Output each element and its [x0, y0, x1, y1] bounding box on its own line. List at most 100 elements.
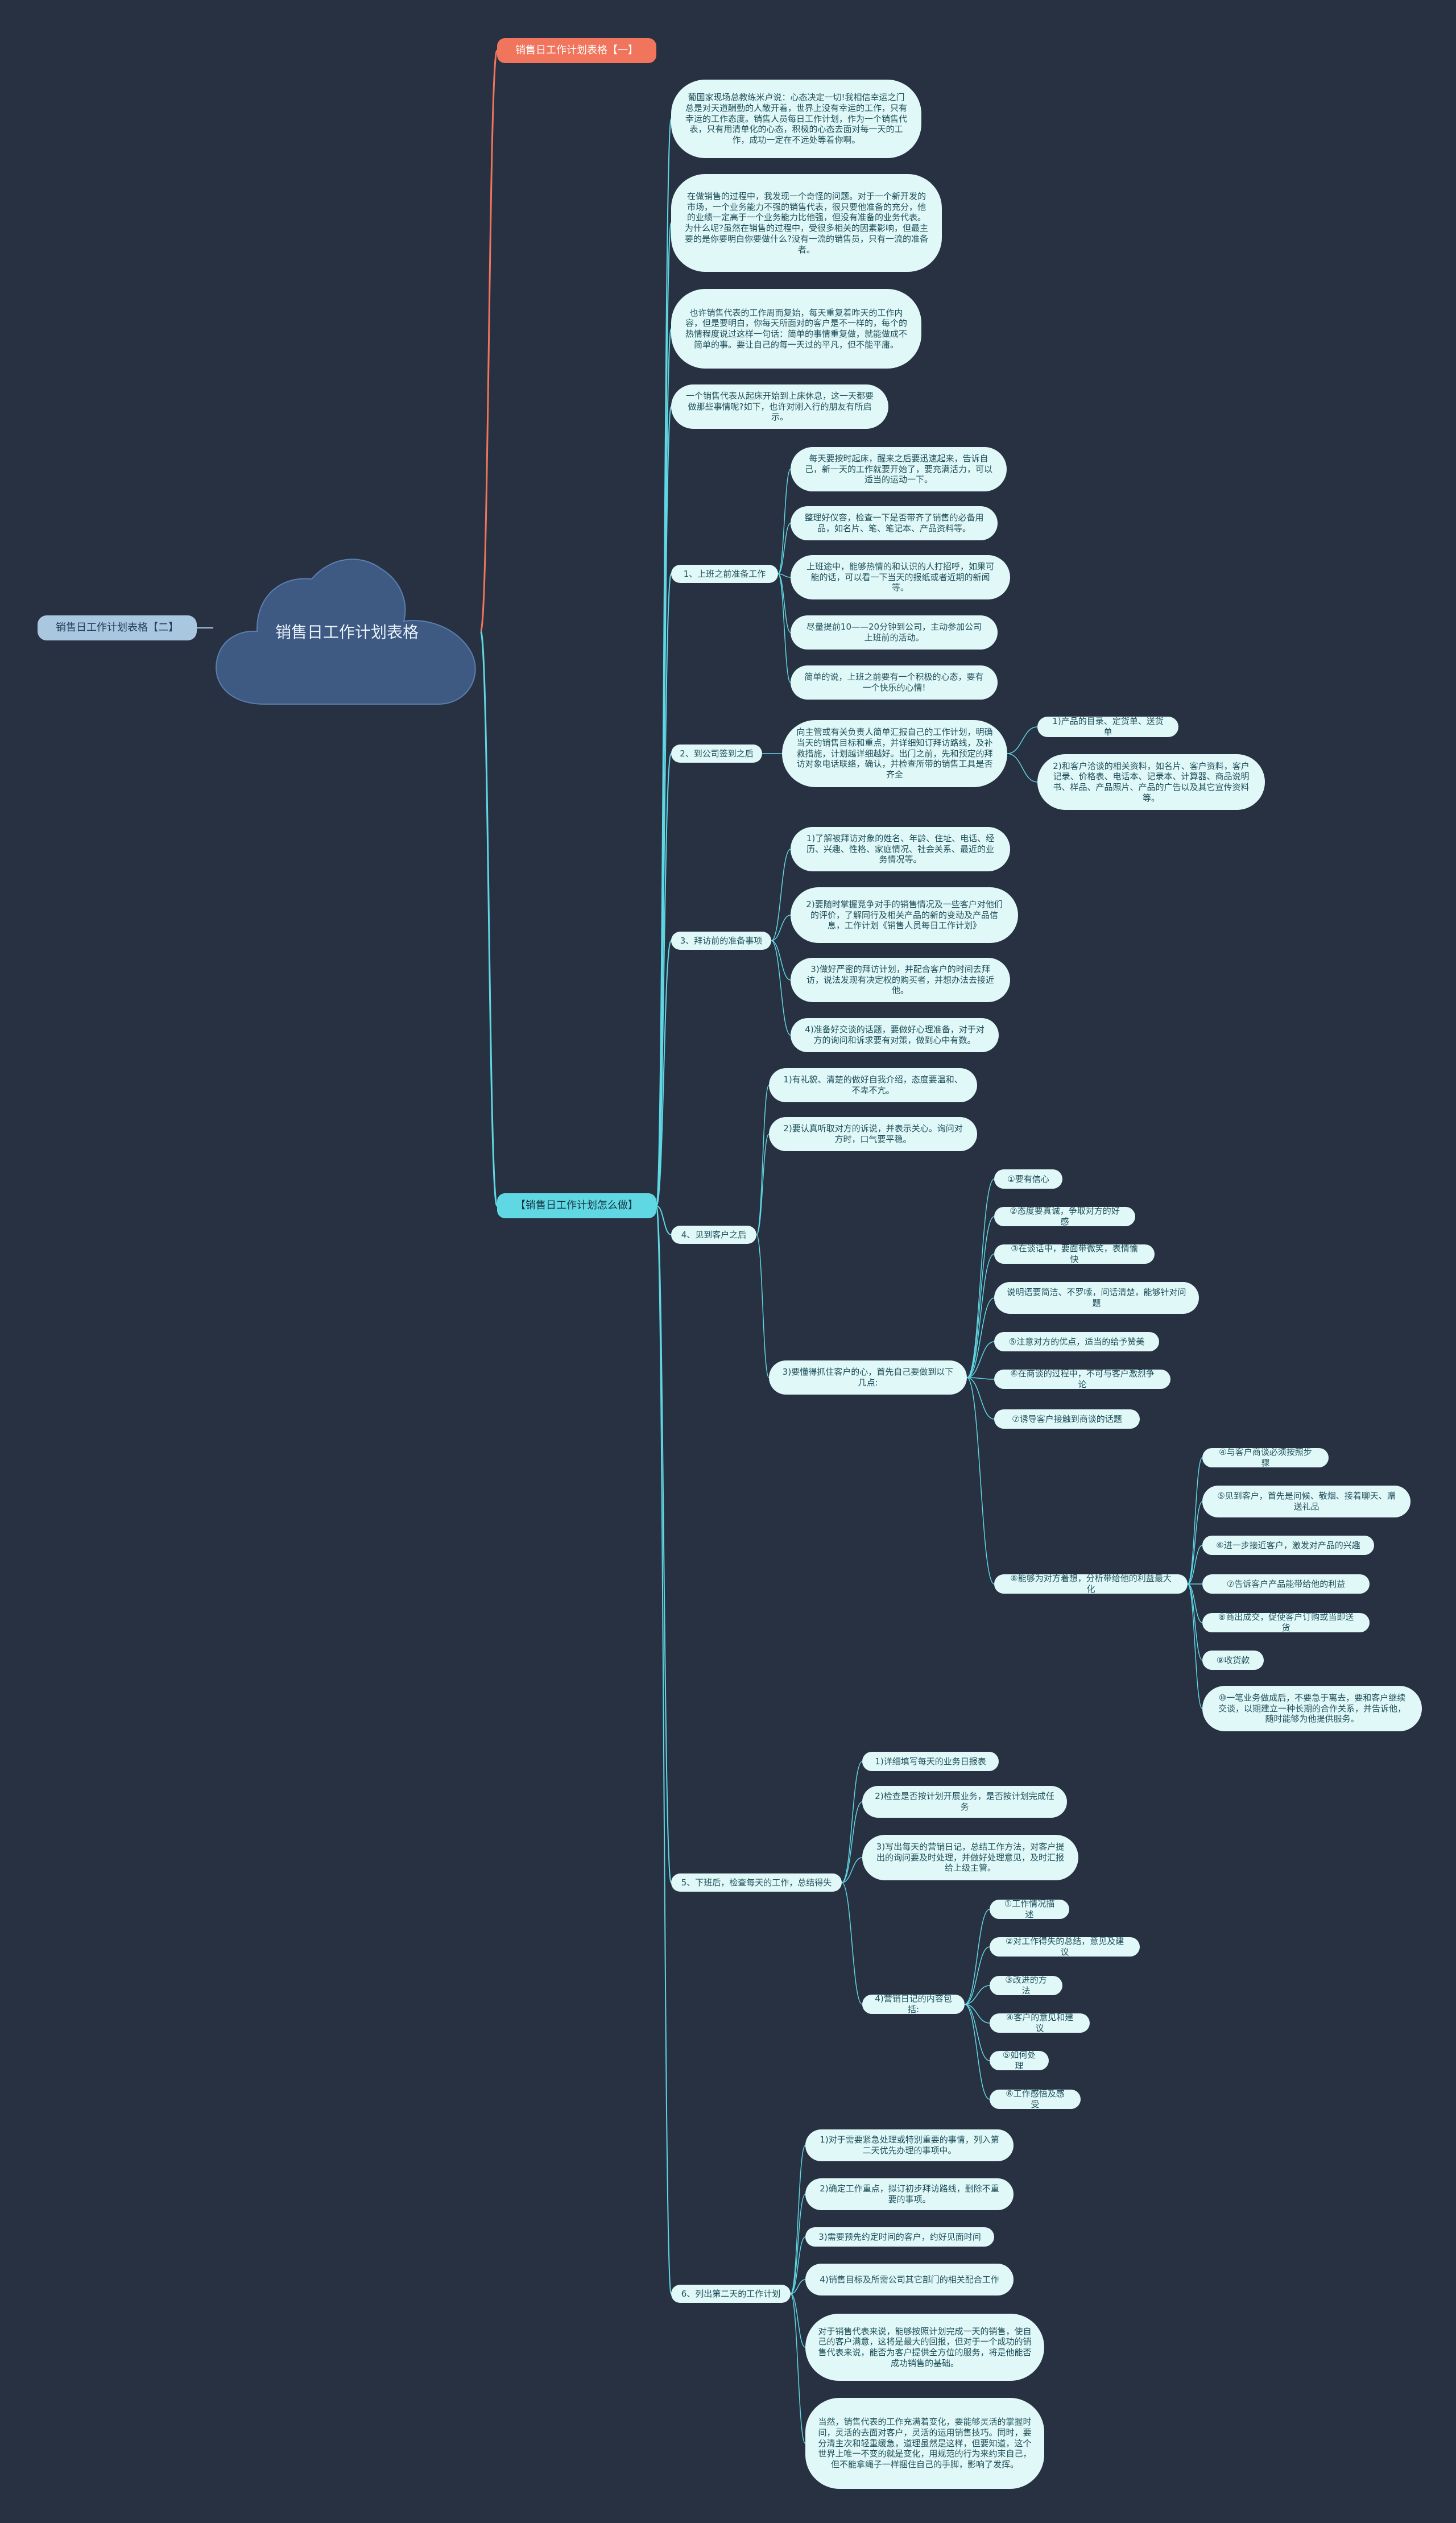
connector: [777, 573, 791, 578]
section-1-label[interactable]: 1、上班之前准备工作: [671, 565, 778, 583]
s4-deep-5: ⑧商出成交，促使客户订购或当即送货: [1202, 1612, 1370, 1633]
section-6-label[interactable]: 6、列出第二天的工作计划: [671, 2285, 791, 2303]
connector: [479, 49, 498, 632]
s4-point-7: ⑦诱导客户接触到商谈的话题: [994, 1409, 1140, 1429]
section-4-label[interactable]: 4、见到客户之后: [671, 1226, 756, 1244]
connector: [1187, 1583, 1203, 1623]
s5-item-4: 4)营销日记的内容包括:: [862, 1993, 965, 2015]
connector: [771, 849, 791, 941]
s2-item-1: 向主管或有关负责人简单汇报自己的工作计划，明确当天的销售目标和重点，并详细知订拜…: [782, 720, 1007, 787]
connector: [966, 1254, 995, 1378]
paragraph-2: 在做销售的过程中，我发现一个奇怪的问题。对于一个新开发的市场，一个业务能力不强的…: [671, 174, 942, 272]
s3-item-3: 3)做好严密的拜访计划，并配合客户的时间去拜访，说法发现有决定权的购买者，并想办…: [791, 958, 1010, 1002]
connector: [841, 1882, 863, 2005]
s5-point-1: ①工作情况描述: [990, 1899, 1069, 1920]
s6-item-2: 2)确定工作重点，拟订初步拜访路线，删除不重要的事项。: [805, 2178, 1014, 2210]
s1-item-5: 简单的说，上班之前要有一个积极的心态，要有一个快乐的心情!: [791, 665, 998, 700]
s4-item-2: 2)要认真听取对方的诉说，并表示关心。询问对方时，口气要平稳。: [769, 1117, 977, 1151]
connector: [1187, 1457, 1203, 1585]
connector: [964, 1909, 990, 2005]
connector: [966, 1216, 995, 1378]
section-5-label[interactable]: 5、下班后，检查每天的工作，总结得失: [671, 1873, 842, 1892]
s5-point-3: ③改进的方法: [990, 1975, 1062, 1996]
s3-item-2: 2)要随时掌握竞争对手的销售情况及一些客户对他们的评价，了解同行及相关产品的新的…: [791, 887, 1018, 943]
connector: [964, 1985, 990, 2005]
section-2-label[interactable]: 2、到公司签到之后: [671, 745, 762, 763]
s4-deep-2: ⑤见到客户，首先是问候、敬烟、接着聊天、赠送礼品: [1202, 1486, 1410, 1517]
connector: [777, 573, 791, 633]
s5-item-1: 1)详细填写每天的业务日报表: [862, 1752, 999, 1771]
s4-deep-4: ⑦告诉客户产品能带给他的利益: [1202, 1574, 1370, 1594]
s1-item-4: 尽量提前10——20分钟到公司，主动参加公司上班前的活动。: [791, 615, 998, 650]
connector: [1007, 753, 1038, 783]
connector: [790, 2279, 806, 2294]
connector: [1187, 1545, 1203, 1585]
s3-item-1: 1)了解被拜访对象的姓名、年龄、住址、电话、经历、兴趣、性格、家庭情况、社会关系…: [791, 827, 1010, 871]
s5-item-2: 2)检查是否按计划开展业务，是否按计划完成任务: [862, 1786, 1067, 1818]
s4-point-6: ⑥在商谈的过程中，不可与客户激烈争论: [994, 1368, 1170, 1389]
connector: [1187, 1501, 1203, 1585]
connector: [841, 1857, 863, 1883]
s6-item-5: 对于销售代表来说，能够按照计划完成一天的销售，使自己的客户满意，这将是最大的回报…: [805, 2314, 1044, 2381]
section-3-label[interactable]: 3、拜访前的准备事项: [671, 932, 771, 950]
branch-bottom[interactable]: 【销售日工作计划怎么做】: [497, 1193, 656, 1218]
s1-item-1: 每天要按时起床，醒来之后要迅速起来，告诉自己，新一天的工作就要开始了，要充满活力…: [791, 447, 1007, 491]
connector: [756, 1134, 770, 1235]
connector: [964, 1946, 990, 2005]
central-topic[interactable]: 销售日工作计划表格: [275, 623, 419, 642]
s6-item-6: 当然，销售代表的工作充满着变化，要能够灵活的掌握时间，灵活的去面对客户，灵活的运…: [805, 2398, 1044, 2489]
connector: [964, 2004, 990, 2100]
branch-top[interactable]: 销售日工作计划表格【一】: [497, 38, 656, 63]
s4-point-5: ⑤注意对方的优点，适当的给予赞美: [994, 1332, 1159, 1351]
side-topic[interactable]: 销售日工作计划表格【二】: [38, 615, 197, 640]
connector: [790, 2293, 806, 2444]
connector: [777, 469, 791, 574]
connector: [771, 940, 791, 1036]
connector: [790, 2145, 806, 2294]
s5-point-2: ②对工作得失的总结，意见及建议: [990, 1936, 1140, 1957]
s6-item-4: 4)销售目标及所需公司其它部门的相关配合工作: [805, 2264, 1014, 2295]
connector: [656, 940, 672, 1206]
s6-item-1: 1)对于需要紧急处理或特别重要的事情，列入第二天优先办理的事项中。: [805, 2129, 1014, 2161]
connector: [656, 753, 672, 1206]
cloud-icon: [216, 559, 476, 705]
s4-deep-7: ⑩一笔业务做成后，不要急于离去，要和客户继续交谈，以期建立一种长期的合作关系，并…: [1202, 1686, 1422, 1731]
connector: [1187, 1583, 1203, 1661]
connector: [964, 2004, 990, 2024]
s4-point-1: ①要有信心: [994, 1169, 1062, 1189]
connector: [790, 2293, 806, 2348]
s4-point-8: ⑧能够为对方着想，分析带给他的利益最大化: [994, 1573, 1188, 1594]
connector: [1187, 1583, 1203, 1709]
s4-item-1: 1)有礼貌、清楚的做好自我介绍，态度要温和、不卑不亢。: [769, 1068, 977, 1102]
s5-point-6: ⑥工作感悟及感受: [990, 2088, 1081, 2110]
s4-point-4: 说明语要简洁、不罗嗦，问话清楚，能够针对问题: [994, 1282, 1199, 1314]
connector: [966, 1297, 995, 1378]
connector: [756, 1234, 770, 1378]
connector: [656, 1205, 672, 1235]
connector: [479, 630, 498, 1207]
s2-subitem-1: 1)产品的目录、定货单、送货单: [1037, 716, 1178, 737]
connector: [964, 2004, 990, 2061]
s4-point-2: ②态度要真诚，争取对方的好感: [994, 1206, 1135, 1227]
connector: [756, 1085, 770, 1235]
s3-item-4: 4)准备好交谈的话题，要做好心理准备，对于对方的询问和诉求要有对策，做到心中有数…: [791, 1018, 999, 1052]
s5-point-4: ④客户的意见和建议: [990, 2012, 1090, 2033]
connector: [966, 1178, 995, 1378]
connector: [966, 1377, 995, 1380]
connector: [790, 2194, 806, 2294]
s2-subitem-2: 2)和客户洽谈的相关资料，如名片、客户资料，客户记录、价格表、电话本、记录本、计…: [1037, 754, 1265, 810]
connector: [777, 523, 791, 574]
s4-deep-6: ⑨收货款: [1202, 1651, 1264, 1670]
connector: [771, 915, 791, 941]
s4-deep-3: ⑥进一步接近客户，激发对产品的兴趣: [1202, 1536, 1374, 1555]
connector: [841, 1761, 863, 1883]
paragraph-3: 也许销售代表的工作周而复始，每天重复着昨天的工作内容，但是要明白，你每天所面对的…: [671, 289, 921, 369]
s1-item-3: 上班途中，能够热情的和认识的人打招呼，如果可能的话，可以看一下当天的报纸或者近期…: [791, 555, 1010, 599]
connector: [841, 1801, 863, 1883]
connector: [771, 940, 791, 981]
connector: [656, 1205, 672, 2294]
paragraph-1: 葡国家现场总教练米卢说：心态决定一切!我相信幸运之门总是对天道酬勤的人敞开着，世…: [671, 80, 921, 158]
connector: [966, 1377, 995, 1420]
s5-point-5: ⑤如何处理: [990, 2050, 1049, 2071]
